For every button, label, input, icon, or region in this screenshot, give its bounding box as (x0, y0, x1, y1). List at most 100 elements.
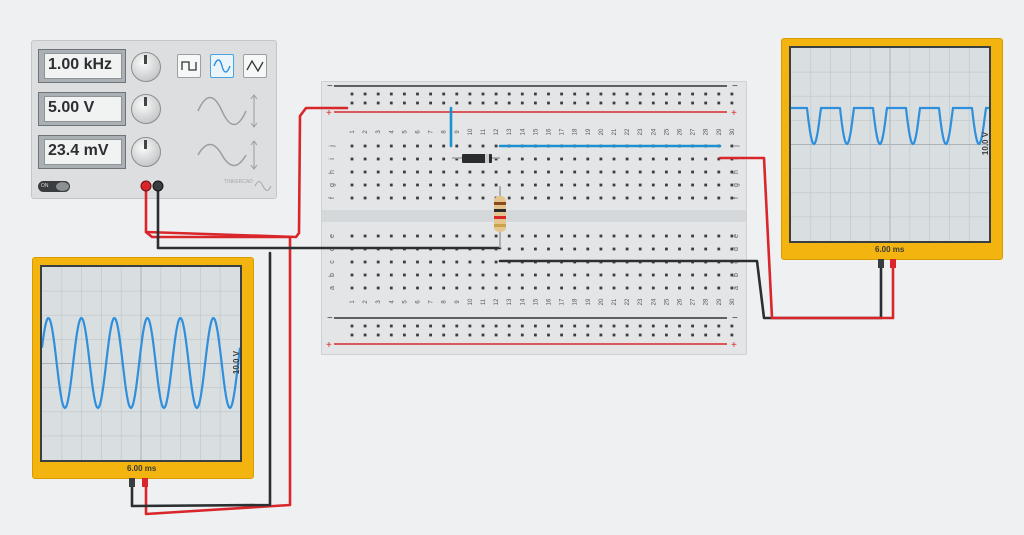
terminal-hole[interactable] (704, 247, 708, 251)
terminal-hole[interactable] (730, 196, 734, 200)
rail-hole[interactable] (560, 333, 563, 337)
terminal-hole[interactable] (429, 247, 432, 251)
terminal-hole[interactable] (363, 234, 367, 238)
terminal-hole[interactable] (651, 144, 655, 148)
terminal-hole[interactable] (547, 247, 550, 251)
terminal-hole[interactable] (507, 157, 511, 161)
terminal-hole[interactable] (481, 196, 485, 200)
terminal-hole[interactable] (691, 170, 694, 174)
terminal-hole[interactable] (494, 144, 498, 148)
terminal-hole[interactable] (363, 247, 367, 251)
rail-hole[interactable] (560, 101, 563, 105)
terminal-hole[interactable] (534, 234, 537, 238)
terminal-hole[interactable] (625, 196, 629, 200)
terminal-hole[interactable] (403, 234, 406, 238)
terminal-hole[interactable] (429, 157, 432, 161)
terminal-hole[interactable] (717, 247, 721, 251)
rail-hole[interactable] (507, 324, 511, 328)
rail-hole[interactable] (363, 324, 367, 328)
terminal-hole[interactable] (625, 170, 629, 174)
terminal-hole[interactable] (376, 157, 380, 161)
terminal-hole[interactable] (468, 286, 472, 290)
terminal-hole[interactable] (599, 157, 603, 161)
terminal-hole[interactable] (560, 273, 563, 277)
terminal-hole[interactable] (363, 286, 367, 290)
terminal-hole[interactable] (730, 247, 734, 251)
terminal-hole[interactable] (403, 260, 406, 264)
terminal-hole[interactable] (350, 196, 354, 200)
rail-hole[interactable] (678, 333, 681, 337)
terminal-hole[interactable] (599, 183, 603, 187)
rail-hole[interactable] (363, 92, 367, 96)
rail-hole[interactable] (376, 92, 380, 96)
rail-hole[interactable] (455, 324, 459, 328)
terminal-hole[interactable] (416, 260, 419, 264)
terminal-hole[interactable] (376, 247, 380, 251)
terminal-hole[interactable] (573, 234, 577, 238)
terminal-hole[interactable] (573, 170, 577, 174)
terminal-hole[interactable] (520, 234, 524, 238)
terminal-hole[interactable] (651, 286, 655, 290)
terminal-hole[interactable] (403, 247, 406, 251)
terminal-hole[interactable] (704, 234, 708, 238)
terminal-hole[interactable] (547, 157, 550, 161)
rail-hole[interactable] (599, 333, 603, 337)
terminal-hole[interactable] (638, 234, 642, 238)
terminal-hole[interactable] (481, 170, 485, 174)
rail-hole[interactable] (586, 101, 590, 105)
terminal-hole[interactable] (389, 183, 393, 187)
terminal-hole[interactable] (481, 234, 485, 238)
terminal-hole[interactable] (416, 144, 419, 148)
rail-hole[interactable] (455, 101, 459, 105)
terminal-hole[interactable] (586, 247, 590, 251)
terminal-hole[interactable] (547, 286, 550, 290)
rail-hole[interactable] (638, 92, 642, 96)
terminal-hole[interactable] (573, 183, 577, 187)
terminal-hole[interactable] (481, 260, 485, 264)
rail-hole[interactable] (573, 333, 577, 337)
terminal-hole[interactable] (416, 170, 419, 174)
terminal-hole[interactable] (691, 196, 694, 200)
terminal-hole[interactable] (612, 247, 616, 251)
terminal-hole[interactable] (350, 183, 354, 187)
terminal-hole[interactable] (691, 234, 694, 238)
terminal-hole[interactable] (442, 157, 446, 161)
terminal-hole[interactable] (651, 247, 655, 251)
terminal-hole[interactable] (704, 196, 708, 200)
terminal-hole[interactable] (350, 234, 354, 238)
terminal-hole[interactable] (625, 260, 629, 264)
terminal-hole[interactable] (494, 234, 498, 238)
terminal-hole[interactable] (363, 260, 367, 264)
terminal-hole[interactable] (547, 170, 550, 174)
rail-hole[interactable] (638, 333, 642, 337)
terminal-hole[interactable] (665, 286, 668, 290)
terminal-hole[interactable] (730, 286, 734, 290)
terminal-hole[interactable] (599, 196, 603, 200)
rail-hole[interactable] (730, 324, 734, 328)
terminal-hole[interactable] (704, 183, 708, 187)
function-generator[interactable]: 1.00 kHz 5.00 V 23.4 mV ON TINKERCAD (31, 40, 277, 199)
rail-hole[interactable] (586, 92, 590, 96)
offset-knob[interactable] (131, 137, 161, 167)
terminal-hole[interactable] (507, 260, 511, 264)
terminal-hole[interactable] (389, 234, 393, 238)
rail-hole[interactable] (350, 101, 354, 105)
terminal-hole[interactable] (678, 157, 681, 161)
rail-hole[interactable] (442, 92, 446, 96)
terminal-hole[interactable] (403, 170, 406, 174)
terminal-hole[interactable] (403, 157, 406, 161)
rail-hole[interactable] (403, 101, 406, 105)
terminal-hole[interactable] (547, 196, 550, 200)
terminal-hole[interactable] (586, 196, 590, 200)
terminal-hole[interactable] (468, 183, 472, 187)
terminal-hole[interactable] (651, 170, 655, 174)
terminal-hole[interactable] (560, 286, 563, 290)
terminal-hole[interactable] (730, 183, 734, 187)
terminal-hole[interactable] (442, 247, 446, 251)
terminal-hole[interactable] (717, 196, 721, 200)
terminal-hole[interactable] (625, 183, 629, 187)
rail-hole[interactable] (612, 333, 616, 337)
rail-hole[interactable] (507, 333, 511, 337)
terminal-hole[interactable] (547, 234, 550, 238)
